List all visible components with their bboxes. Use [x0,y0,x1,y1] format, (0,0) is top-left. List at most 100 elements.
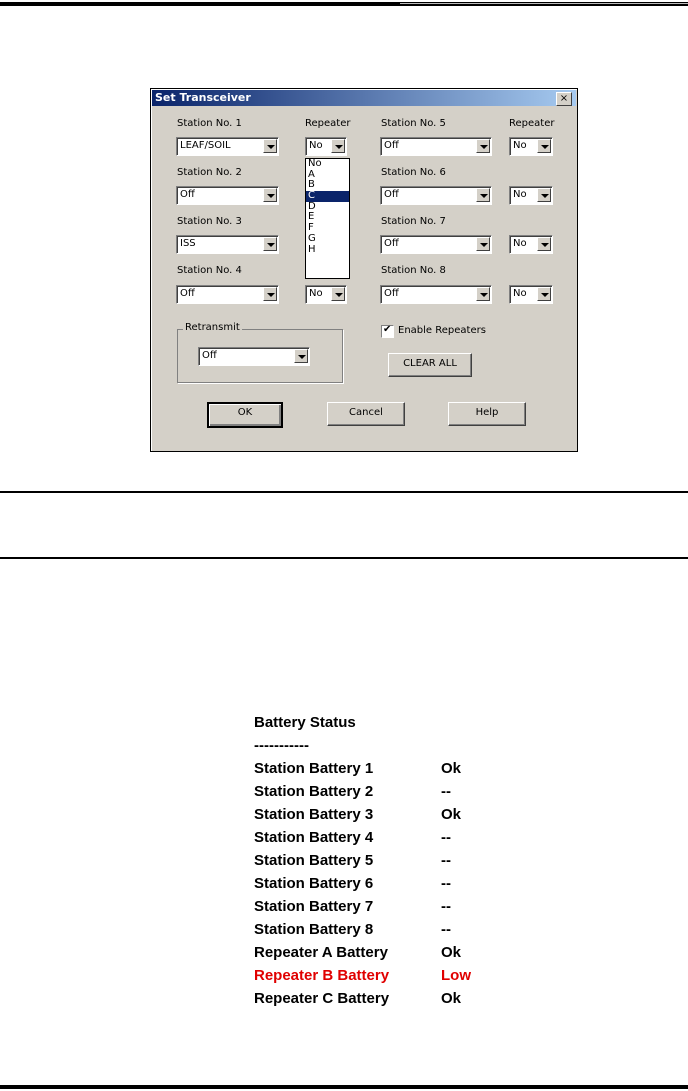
station-4-repeater-value: No [309,288,323,299]
station-7-select[interactable]: Off [380,235,492,254]
ok-button[interactable]: OK [207,402,283,428]
station-4-select[interactable]: Off [176,285,279,304]
battery-status: Ok [441,944,462,961]
battery-status: Ok [441,760,462,777]
dropdown-option[interactable]: No [308,158,322,169]
battery-row: Station Battery 6-- [254,872,554,895]
station-3-select[interactable]: ISS [176,235,279,254]
station-5-value: Off [384,140,399,151]
station-8-repeater-value: No [513,288,527,299]
close-icon: × [559,93,569,104]
dropdown-option[interactable]: A [308,168,315,180]
dropdown-option[interactable]: G [308,232,316,244]
station-1-value: LEAF/SOIL [180,140,231,151]
battery-name: Station Battery 8 [254,921,374,938]
battery-status: Ok [441,990,462,1007]
dropdown-option[interactable]: D [308,200,316,212]
station-7-label: Station No. 7 [381,216,446,227]
battery-row: Station Battery 4 -- [254,826,554,849]
battery-status: -- [441,829,451,846]
repeater-header-left: Repeater [305,118,351,129]
dropdown-option[interactable]: H [308,243,316,255]
station-2-value: Off [180,189,195,200]
chevron-down-icon[interactable] [476,139,490,153]
battery-name: Station Battery 2 [254,783,374,800]
station-7-value: Off [384,238,399,249]
battery-status: Ok [441,806,462,823]
retransmit-group [177,329,343,383]
chevron-down-icon[interactable] [537,139,551,153]
station-1-repeater-value: No [309,140,323,151]
station-1-repeater-select[interactable]: No [305,137,347,156]
battery-row: Repeater A Battery Ok [254,941,554,964]
chevron-down-icon[interactable] [537,287,551,301]
dropdown-option[interactable]: B [308,179,315,191]
cancel-button[interactable]: Cancel [327,402,405,426]
battery-status-listing: Battery Status ----------- Station Batte… [254,711,554,1010]
station-3-value: ISS [180,238,196,249]
station-6-repeater-select[interactable]: No [509,186,553,205]
battery-name: Repeater A Battery [254,944,388,961]
enable-repeaters-checkbox[interactable]: ✔ [381,324,394,338]
station-4-repeater-select[interactable]: No [305,285,347,304]
dialog-title: Set Transceiver [155,91,251,104]
set-transceiver-dialog: Set Transceiver × Station No. 1 Repeater… [150,88,578,452]
station-6-repeater-value: No [513,189,527,200]
station-5-label: Station No. 5 [381,118,446,129]
station-3-label: Station No. 3 [177,216,242,227]
battery-name: Station Battery 4 [254,829,374,846]
battery-status: -- [441,898,451,915]
chevron-down-icon[interactable] [331,139,345,153]
chevron-down-icon[interactable] [476,237,490,251]
chevron-down-icon[interactable] [476,287,490,301]
dropdown-option[interactable]: F [308,222,314,234]
battery-name: Station Battery 7 [254,898,374,915]
bottom-rule [0,1085,688,1089]
station-6-value: Off [384,189,399,200]
station-6-label: Station No. 6 [381,167,446,178]
station-4-value: Off [180,288,195,299]
chevron-down-icon[interactable] [294,349,308,363]
station-5-select[interactable]: Off [380,137,492,156]
dialog-titlebar[interactable]: Set Transceiver × [152,90,576,106]
chevron-down-icon[interactable] [263,139,277,153]
station-8-repeater-select[interactable]: No [509,285,553,304]
station-8-select[interactable]: Off [380,285,492,304]
clear-all-button[interactable]: CLEAR ALL [388,353,472,377]
station-5-repeater-select[interactable]: No [509,137,553,156]
battery-row: Station Battery 5-- [254,849,554,872]
station-7-repeater-value: No [513,238,527,249]
help-button[interactable]: Help [448,402,526,426]
repeater-header-right: Repeater [509,118,555,129]
repeater-dropdown-list[interactable]: No A B C D E F G H [305,158,350,279]
station-6-select[interactable]: Off [380,186,492,205]
dropdown-option[interactable]: E [308,211,315,223]
retransmit-select[interactable]: Off [198,347,310,366]
battery-row: Station Battery 2-- [254,780,554,803]
station-1-label: Station No. 1 [177,118,242,129]
chevron-down-icon[interactable] [331,287,345,301]
battery-name: Station Battery 5 [254,852,374,869]
chevron-down-icon[interactable] [263,287,277,301]
dropdown-option-selected[interactable]: C [306,190,349,202]
chevron-down-icon[interactable] [263,188,277,202]
station-8-value: Off [384,288,399,299]
section-rule-1 [0,491,688,493]
station-2-select[interactable]: Off [176,186,279,205]
checkmark-icon: ✔ [383,324,392,335]
station-1-select[interactable]: LEAF/SOIL [176,137,279,156]
battery-name: Station Battery 3 [254,806,374,823]
station-8-label: Station No. 8 [381,265,446,276]
battery-name: Repeater B Battery [254,967,390,984]
chevron-down-icon[interactable] [476,188,490,202]
station-7-repeater-select[interactable]: No [509,235,553,254]
chevron-down-icon[interactable] [263,237,277,251]
battery-status: -- [441,875,451,892]
chevron-down-icon[interactable] [537,237,551,251]
close-button[interactable]: × [556,92,572,106]
enable-repeaters-label[interactable]: Enable Repeaters [398,325,486,336]
chevron-down-icon[interactable] [537,188,551,202]
